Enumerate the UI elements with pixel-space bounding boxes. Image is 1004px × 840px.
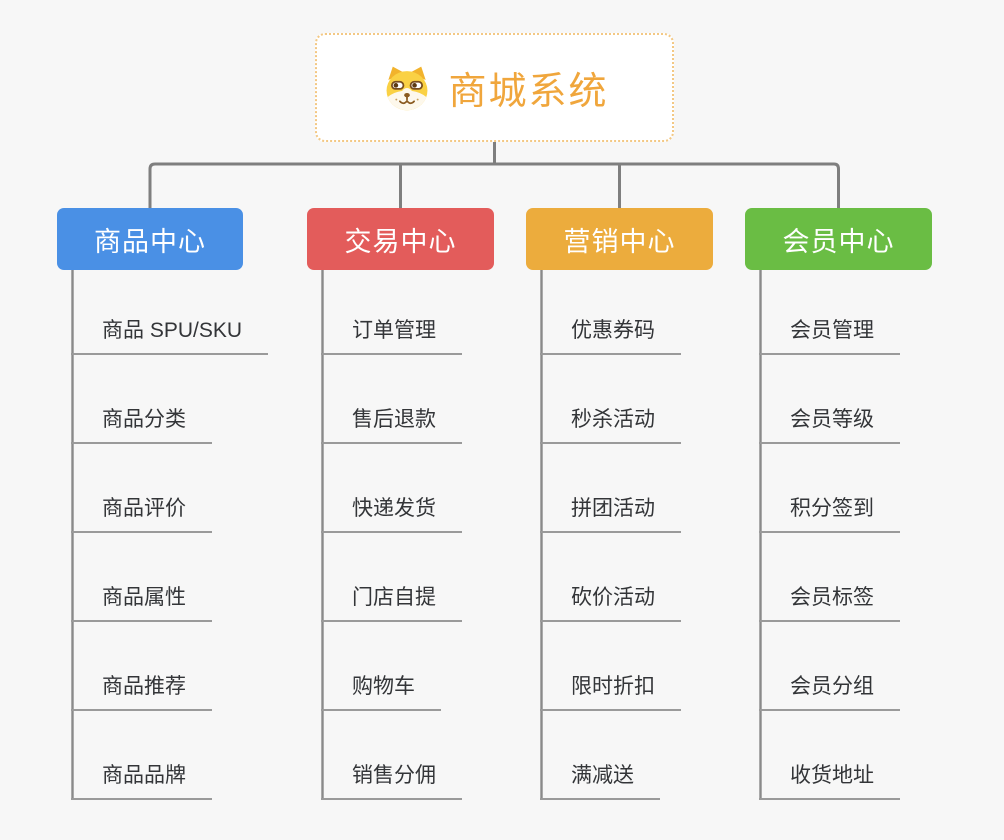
topic-item[interactable]: 商品分类: [71, 409, 212, 444]
topic-item[interactable]: 会员管理: [759, 320, 900, 355]
topic-item[interactable]: 满减送: [540, 765, 660, 800]
dog-face-icon: [387, 66, 428, 110]
topic-item[interactable]: 会员标签: [759, 587, 900, 622]
topic-item[interactable]: 商品推荐: [71, 676, 212, 711]
topic-item[interactable]: 售后退款: [321, 409, 462, 444]
branch-header-member-center[interactable]: 会员中心: [745, 208, 932, 270]
topic-item[interactable]: 秒杀活动: [540, 409, 681, 444]
branch-marketing-center: 营销中心 优惠券码 秒杀活动 拼团活动 砍价活动 限时折扣 满减送: [526, 208, 713, 808]
topic-item[interactable]: 收货地址: [759, 765, 900, 800]
root-title: 商城系统: [448, 71, 609, 113]
branch-header-marketing-center[interactable]: 营销中心: [526, 208, 713, 270]
topic-item[interactable]: 会员等级: [759, 409, 900, 444]
topic-item[interactable]: 限时折扣: [540, 676, 681, 711]
topic-item[interactable]: 拼团活动: [540, 498, 681, 533]
topic-item[interactable]: 快递发货: [321, 498, 462, 533]
topic-item[interactable]: 门店自提: [321, 587, 462, 622]
topic-item[interactable]: 购物车: [321, 676, 441, 711]
branch-trade-center: 交易中心 订单管理 售后退款 快递发货 门店自提 购物车 销售分佣: [307, 208, 494, 808]
branch-header-product-center[interactable]: 商品中心: [57, 208, 243, 270]
topic-item[interactable]: 订单管理: [321, 320, 462, 355]
topic-item[interactable]: 砍价活动: [540, 587, 681, 622]
branch-product-center: 商品中心 商品 SPU/SKU 商品分类 商品评价 商品属性 商品推荐 商品品牌: [57, 208, 269, 808]
root-node[interactable]: 商城系统: [315, 33, 674, 142]
branch-member-center: 会员中心 会员管理 会员等级 积分签到 会员标签 会员分组 收货地址: [745, 208, 932, 808]
topic-item[interactable]: 商品评价: [71, 498, 212, 533]
topic-item[interactable]: 商品属性: [71, 587, 212, 622]
topic-item[interactable]: 商品品牌: [71, 765, 212, 800]
topic-item[interactable]: 积分签到: [759, 498, 900, 533]
topic-item[interactable]: 销售分佣: [321, 765, 462, 800]
topic-item[interactable]: 商品 SPU/SKU: [71, 320, 269, 355]
topic-item[interactable]: 会员分组: [759, 676, 900, 711]
branch-header-trade-center[interactable]: 交易中心: [307, 208, 494, 270]
topic-item[interactable]: 优惠券码: [540, 320, 681, 355]
